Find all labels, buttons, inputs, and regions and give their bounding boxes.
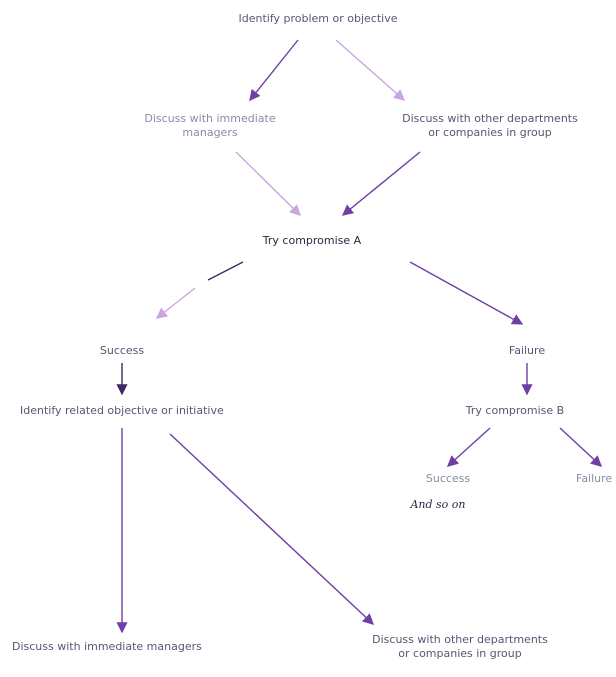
node-success: Success — [62, 344, 182, 358]
node-compromise-a: Try compromise A — [212, 234, 412, 248]
node-discuss-other-departments-line1: Discuss with other departments — [402, 112, 578, 125]
node-identify-related: Identify related objective or initiative — [10, 404, 320, 418]
node-bottom-discuss-other-line2: or companies in group — [398, 647, 522, 660]
node-identify-problem: Identify problem or objective — [178, 12, 458, 26]
node-identify-related-label: Identify related objective or initiative — [20, 404, 224, 417]
node-discuss-other-departments-line2: or companies in group — [428, 126, 552, 139]
node-success-b: Success — [398, 472, 498, 486]
node-failure: Failure — [467, 344, 587, 358]
node-bottom-discuss-immediate: Discuss with immediate managers — [8, 640, 302, 654]
arrow-compromise-to-failure — [409, 261, 524, 325]
and-so-on-note: And so on — [378, 498, 498, 512]
node-discuss-other-departments: Discuss with other departments or compan… — [372, 112, 608, 140]
node-success-b-label: Success — [425, 472, 471, 485]
node-bottom-discuss-other-line1: Discuss with other departments — [372, 633, 548, 646]
node-discuss-immediate-managers: Discuss with immediate managers — [120, 112, 300, 140]
node-compromise-b: Try compromise B — [440, 404, 590, 418]
node-compromise-b-label: Try compromise B — [465, 404, 565, 417]
arrow-top-to-left — [249, 39, 299, 102]
arrow-compromise-b-to-failure — [559, 427, 603, 467]
and-so-on-label: And so on — [410, 498, 466, 511]
node-discuss-immediate-managers-line2: managers — [182, 126, 238, 139]
arrow-compromise-to-success-upper — [207, 261, 244, 281]
node-bottom-discuss-other: Discuss with other departments or compan… — [328, 633, 592, 661]
arrow-identify-to-bottom-right — [169, 433, 375, 625]
arrow-compromise-to-success — [155, 287, 196, 319]
node-failure-label: Failure — [508, 344, 546, 357]
node-success-label: Success — [99, 344, 145, 357]
arrow-right-to-compromise — [341, 151, 421, 216]
arrow-compromise-b-to-success — [446, 427, 491, 467]
node-bottom-discuss-immediate-label: Discuss with immediate managers — [12, 640, 202, 653]
node-failure-b-label: Failure — [576, 472, 613, 485]
arrow-top-to-right — [335, 39, 406, 101]
arrow-left-to-compromise — [235, 151, 301, 216]
node-discuss-immediate-managers-line1: Discuss with immediate — [144, 112, 276, 125]
node-compromise-a-label: Try compromise A — [262, 234, 362, 247]
node-failure-b: Failure — [576, 472, 616, 486]
node-identify-problem-label: Identify problem or objective — [238, 12, 398, 25]
